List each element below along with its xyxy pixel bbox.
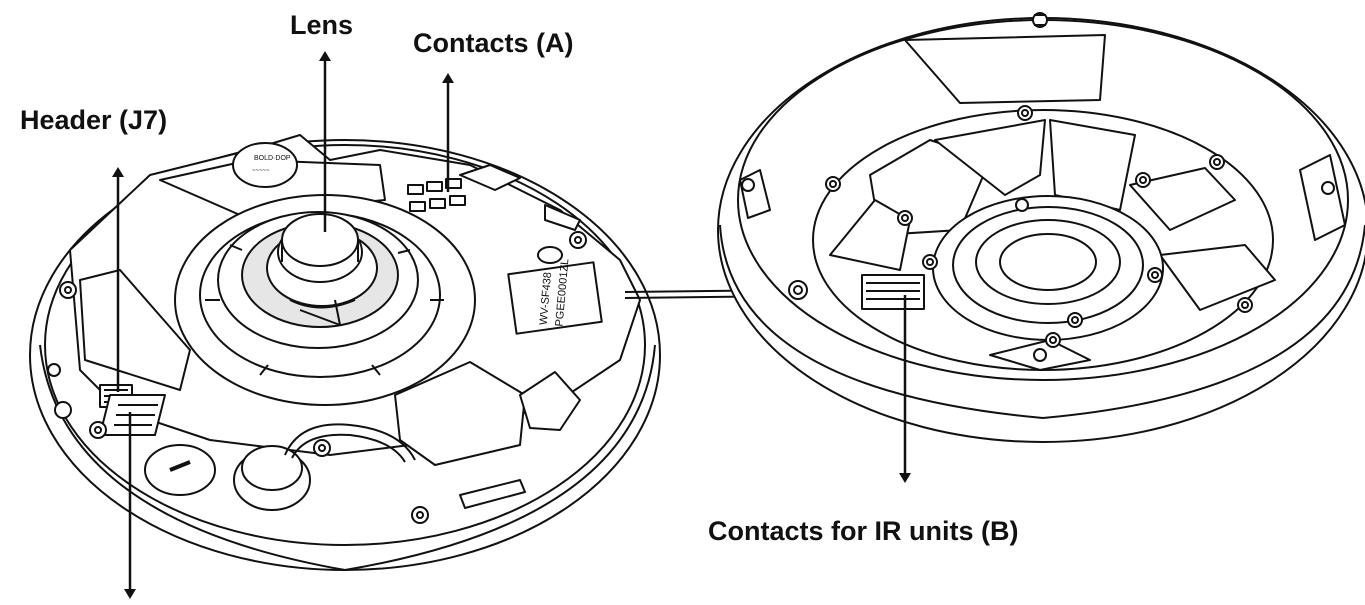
cable-gland — [233, 423, 416, 511]
dome-top-block — [904, 34, 1106, 104]
base-screws — [47, 231, 587, 524]
dome-cover-unit — [717, 12, 1365, 443]
sticker-line-2: PGEE0001ZL — [554, 258, 572, 327]
sticker-text-group: WV-SF438 PGEE0001ZL — [538, 258, 572, 327]
svg-text:~~~~~: ~~~~~ — [252, 168, 270, 174]
dome-side-band — [719, 224, 1365, 419]
left-tab — [79, 269, 191, 391]
leader-arrows — [112, 51, 911, 599]
header-j7-label: Header (J7) — [20, 105, 168, 135]
header-j7-connector — [99, 384, 166, 436]
dome-screws — [741, 12, 1335, 362]
contacts-a-block — [407, 178, 466, 212]
contacts-ir-block — [861, 274, 925, 310]
round-cap — [144, 444, 216, 496]
contacts-ir-label: Contacts for IR units (B) — [708, 516, 1019, 546]
dome-lens-window — [999, 233, 1097, 291]
right-tab — [394, 361, 526, 466]
product-sticker — [507, 261, 603, 335]
base-side-band — [39, 344, 656, 571]
svg-text:BOLD·DOP: BOLD·DOP — [254, 155, 291, 162]
bottom-right-tab — [519, 371, 581, 431]
camera-base-unit: BOLD·DOP ~~~~~ — [29, 134, 661, 571]
contacts-a-label: Contacts (A) — [413, 28, 574, 58]
sticker-line-1: WV-SF438 — [538, 272, 555, 326]
label-disc — [232, 142, 298, 188]
lens-label: Lens — [290, 10, 354, 40]
lens-top — [281, 213, 359, 267]
